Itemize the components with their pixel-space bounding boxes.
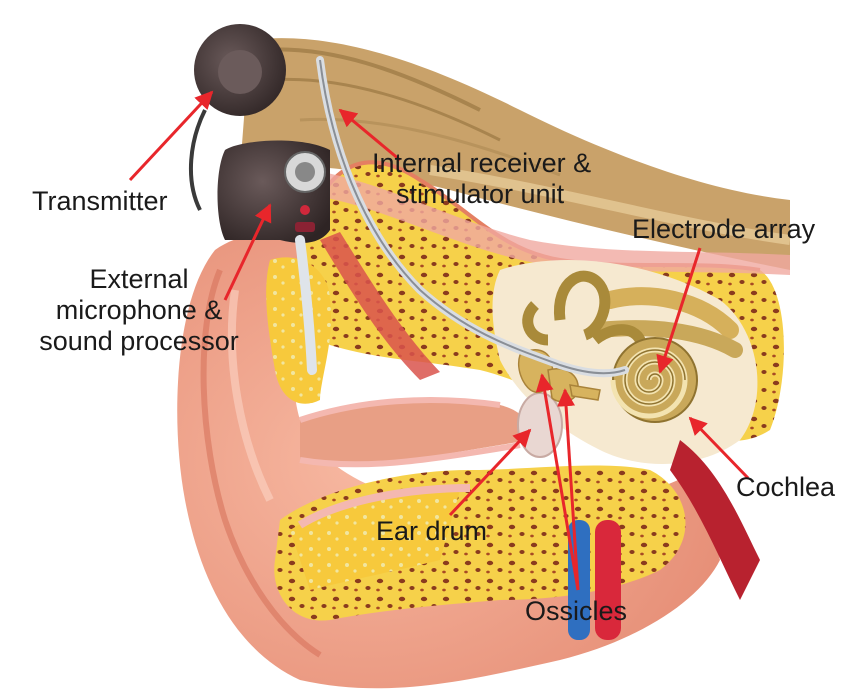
label-cochlea: Cochlea (736, 472, 835, 503)
ear-canal (300, 400, 530, 465)
label-ossicles: Ossicles (525, 596, 627, 627)
sound-processor-device (218, 141, 331, 243)
arrow-transmitter (130, 92, 212, 180)
label-transmitter: Transmitter (32, 186, 168, 217)
label-internal-receiver: Internal receiver & stimulator unit (372, 148, 591, 210)
label-electrode-array: Electrode array (632, 214, 815, 245)
label-external-microphone: External microphone & sound processor (30, 264, 248, 357)
cochlea-shape (613, 338, 697, 422)
label-ear-drum: Ear drum (376, 516, 487, 547)
